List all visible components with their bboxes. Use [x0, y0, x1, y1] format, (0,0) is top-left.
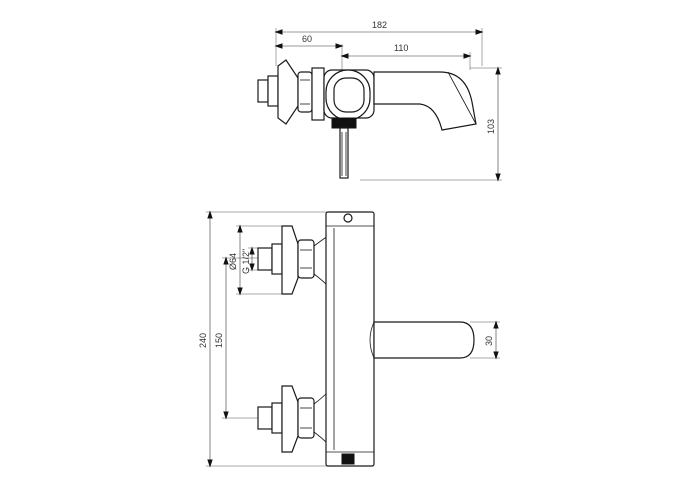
front-view: 240 150 Ø64 G 1/2" — [198, 210, 500, 468]
top-mixer-body — [311, 67, 375, 179]
dim-150-label: 150 — [214, 333, 224, 348]
dim-103-label: 103 — [486, 119, 496, 134]
mixer-body — [325, 211, 375, 467]
dimension-overall-height: 240 — [198, 210, 213, 468]
lower-inlet-connector — [257, 385, 329, 453]
dim-110-label: 110 — [394, 43, 408, 53]
dim-diameter-label: Ø64 — [228, 253, 238, 270]
dimension-spout-reach: 110 — [340, 43, 472, 59]
dim-60-label: 60 — [302, 34, 312, 44]
dim-thread-label: G 1/2" — [241, 249, 251, 274]
dimension-overall-width: 182 — [274, 20, 484, 35]
dimension-spout-thickness: 30 — [484, 320, 499, 360]
upper-inlet-connector — [257, 225, 329, 295]
top-view: 182 60 110 103 — [257, 20, 502, 182]
front-spout — [369, 321, 475, 359]
dimension-inlet-spacing: 150 — [214, 256, 229, 420]
dim-240-label: 240 — [198, 333, 208, 348]
top-inlet-connector — [257, 59, 313, 125]
dim-30-label: 30 — [484, 336, 494, 346]
dimension-inlet-offset: 60 — [274, 34, 344, 49]
top-spout — [373, 71, 477, 131]
dimension-flange-diameter: Ø64 — [228, 224, 243, 296]
dimension-height: 103 — [486, 66, 501, 182]
dim-182-label: 182 — [372, 20, 387, 30]
